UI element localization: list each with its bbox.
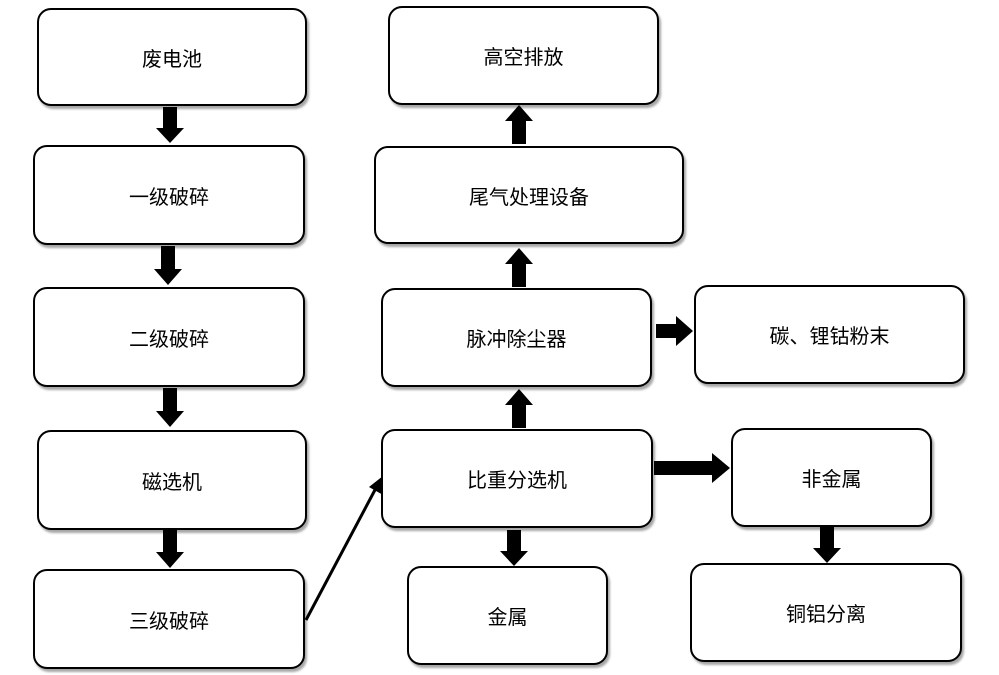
node-high-altitude-discharge: 高空排放 [388, 6, 659, 105]
node-gravity-separator: 比重分选机 [381, 429, 653, 528]
arrow-tailgas-to-discharge [505, 105, 533, 144]
node-copper-aluminum: 铜铝分离 [690, 563, 962, 662]
node-metal: 金属 [407, 566, 608, 665]
node-magnetic-separator: 磁选机 [37, 430, 307, 530]
arrow-gravity-to-dust [505, 389, 533, 428]
node-waste-battery: 废电池 [37, 8, 307, 106]
arrow-gravity-to-nonmetal [654, 453, 730, 483]
arrow-primary-to-secondary [154, 246, 182, 285]
arrow-gravity-to-metal [500, 530, 528, 566]
arrow-tertiary-to-gravity [304, 487, 378, 621]
node-tertiary-crush: 三级破碎 [33, 569, 305, 669]
arrow-magnetic-to-tertiary [156, 530, 184, 568]
node-carbon-powder: 碳、锂钴粉末 [694, 285, 965, 384]
arrow-nonmetal-to-copper [813, 527, 841, 563]
arrow-battery-to-primary [156, 107, 184, 143]
node-non-metal: 非金属 [731, 428, 932, 527]
node-tail-gas-equipment: 尾气处理设备 [374, 146, 684, 244]
node-secondary-crush: 二级破碎 [33, 287, 305, 387]
node-pulse-dust-collector: 脉冲除尘器 [381, 288, 652, 387]
arrow-tertiary-to-gravity-head [369, 476, 383, 495]
node-primary-crush: 一级破碎 [33, 145, 305, 245]
arrow-dust-to-carbon [656, 316, 693, 346]
arrow-dust-to-tailgas [505, 248, 533, 287]
arrow-secondary-to-magnetic [156, 388, 184, 427]
